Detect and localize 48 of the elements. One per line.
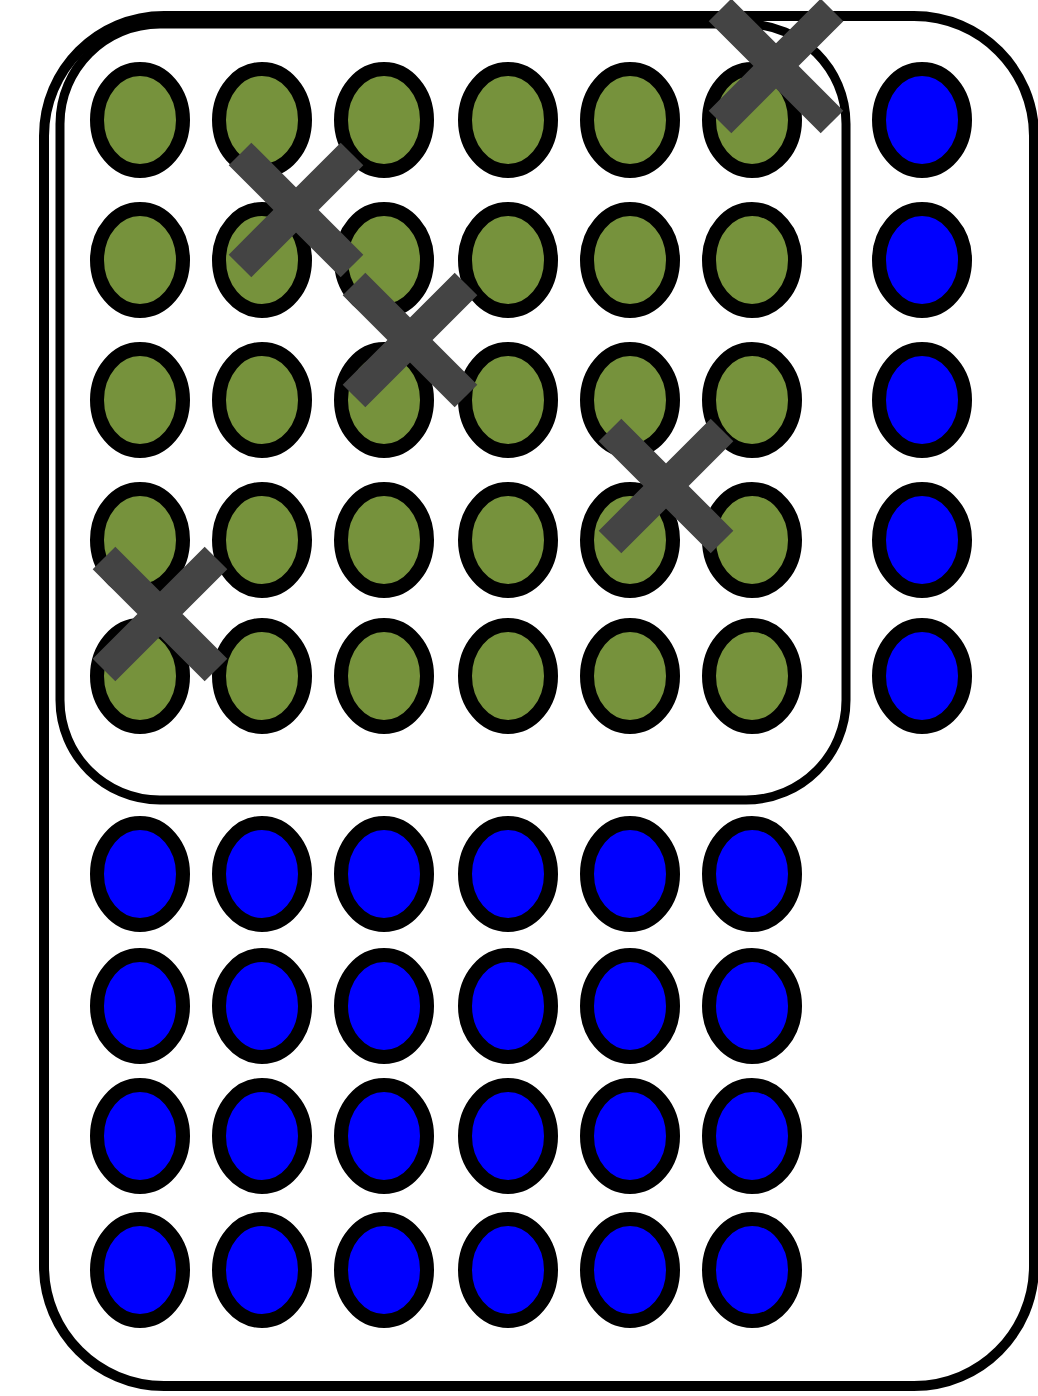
circle [580,62,680,178]
circle [702,202,802,318]
circle [458,1078,558,1194]
circle [458,62,558,178]
circle [458,618,558,734]
circle [458,342,558,458]
circle [580,948,680,1064]
circle [90,948,190,1064]
circle [458,1212,558,1328]
circle [334,948,434,1064]
circle [702,618,802,734]
circle [580,816,680,932]
circle [212,618,312,734]
circle [334,618,434,734]
circle [580,202,680,318]
circle [872,342,972,458]
circle [458,482,558,598]
circle [702,1212,802,1328]
circle [212,948,312,1064]
circle [702,948,802,1064]
circle [458,816,558,932]
circle [872,618,972,734]
circle [212,482,312,598]
circle [702,816,802,932]
circle [872,482,972,598]
circle [458,948,558,1064]
circle [334,482,434,598]
circle [580,618,680,734]
circle [212,342,312,458]
circle [90,816,190,932]
circle [334,1212,434,1328]
circle [212,1212,312,1328]
circle [90,202,190,318]
circle [872,202,972,318]
circle [334,1078,434,1194]
circle [212,1078,312,1194]
circle [702,1078,802,1194]
circle [212,816,312,932]
circle [872,62,972,178]
circle [580,1078,680,1194]
circle [334,62,434,178]
circle [458,202,558,318]
circle [90,1212,190,1328]
circle [90,62,190,178]
circle [580,1212,680,1328]
circle [90,1078,190,1194]
circle [334,816,434,932]
circle [90,342,190,458]
